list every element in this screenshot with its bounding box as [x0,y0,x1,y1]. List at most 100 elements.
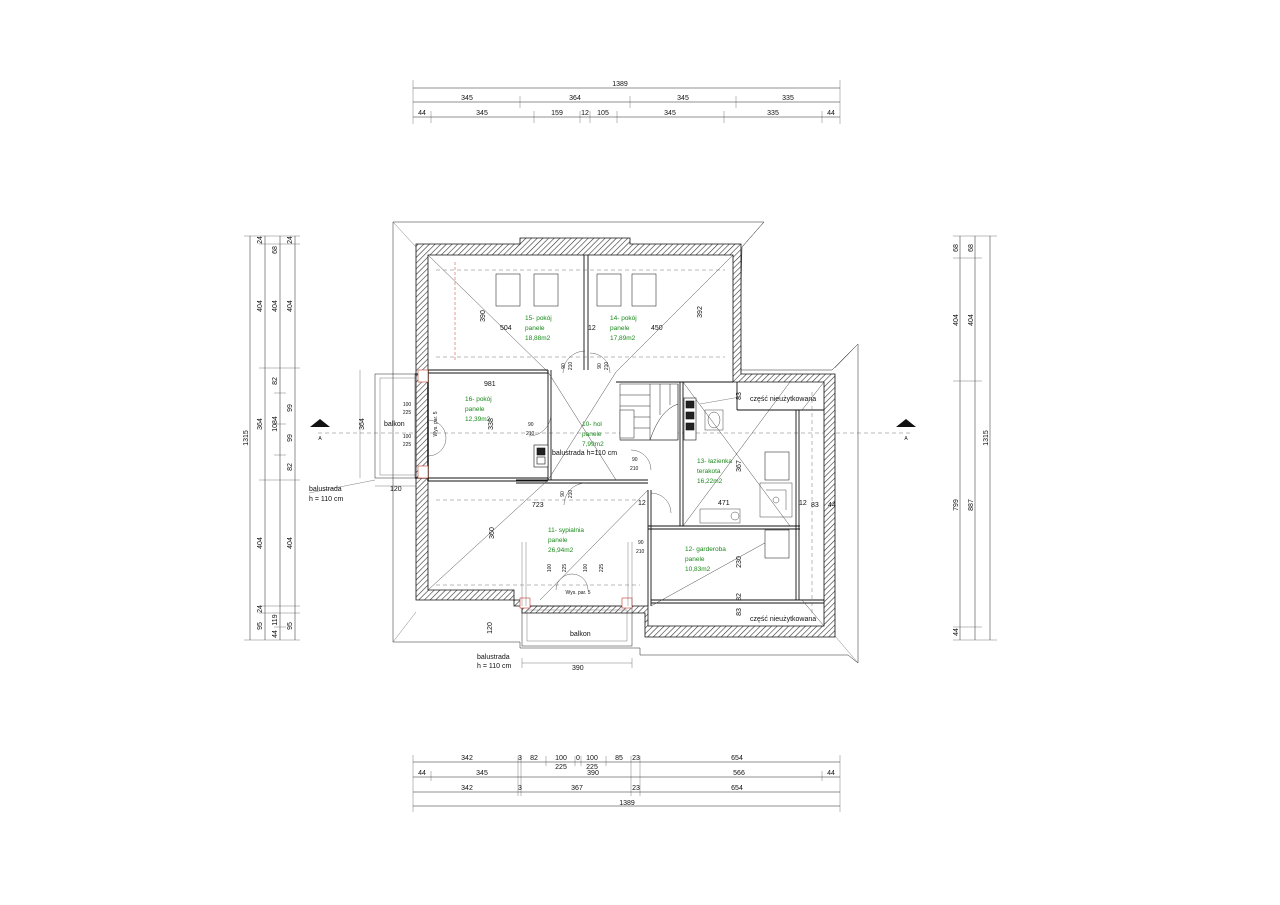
win-left-225b: 225 [403,442,412,448]
dim-top-r2-3: 159 [551,110,563,117]
dim-left-a-4: 404 [257,537,264,549]
balustrada-hol: balustrada h=110 cm [552,450,617,457]
dim-top-2: 364 [569,95,581,102]
dim-bot-1: 342 [461,755,473,762]
balustrada-bottom-1: balustrada [477,654,510,661]
room-10-name: 10- hol [582,421,602,428]
dim-left-outer: 1315 [243,430,250,446]
dim-504: 504 [500,325,512,332]
chimneys [533,397,697,468]
dim-bot-8: 23 [632,755,640,762]
room-13-finish: terakota [697,468,721,475]
staircase [619,383,679,441]
bottom-dimension-chain: 342 3 82 100 0 100 85 23 654 225 225 44 … [412,755,841,812]
door-90-b: 90 [597,363,603,369]
balcony-left: balkon 100 225 100 225 Wys. par. 5 [374,369,439,479]
dim-bot-r3-4: 23 [632,785,640,792]
dim-left-b-4: 99 [287,404,294,412]
right-dimension-chain: 68 404 799 44 68 404 887 1315 [953,235,997,641]
section-label-left: A [318,436,322,442]
dim-right-b-1: 68 [968,244,975,252]
room-16-finish: panele [465,406,485,413]
room-13: 13- łazienka terakota 16,22m2 [697,458,732,485]
wys-par-left: Wys. par. 5 [433,411,439,436]
dim-bot-3: 82 [530,755,538,762]
room-15-area: 18,88m2 [525,335,551,342]
wys-par-bottom: Wys. par. 5 [566,590,591,596]
dim-left-b-11: 44 [272,630,279,638]
balkon-bottom-label: balkon [570,631,591,638]
dim-bot-r3-5: 654 [731,785,743,792]
win-left-100a: 100 [403,402,412,408]
dim-bot-total: 1389 [619,800,635,807]
dim-83c: 83 [736,392,743,400]
balustrada-left-2: h = 110 cm [309,496,343,503]
dim-left-b-10: 119 [272,614,279,625]
door-sizes: 90 210 90 210 90 210 90 210 90 210 90 21… [526,362,645,573]
dim-44: 44 [828,502,836,509]
room-16-area: 12,39m2 [465,416,491,423]
door-210-e: 210 [630,466,639,472]
dim-bot-r2-1: 44 [418,770,426,777]
dim-right-a-1: 68 [953,244,960,252]
dim-367: 367 [736,460,743,472]
balcony-bottom: balkon Wys. par. 5 [519,542,633,647]
dim-top-r2-4: 12 [581,110,589,117]
dim-top-4: 335 [782,95,794,102]
dim-right-b-2: 404 [968,314,975,326]
door-90-d: 90 [560,491,566,497]
dim-left-a-6: 95 [257,622,264,630]
room-15: 15- pokój panele 18,88m2 [525,315,552,342]
section-label-right: A [904,436,908,442]
door-90-f: 90 [638,540,644,546]
dim-left-mid: 1084 [272,416,279,432]
room-13-area: 16,22m2 [697,478,723,485]
dim-338: 338 [488,418,495,430]
dim-left-a-1: 24 [257,236,264,244]
dim-bot-r2-3: 390 [587,770,599,777]
dim-top-r2-2: 345 [476,110,488,117]
dim-left-b-3: 82 [272,377,279,385]
room-14-finish: panele [610,325,630,332]
dim-top-r2-1: 44 [418,110,426,117]
dim-top-3: 345 [677,95,689,102]
dim-230: 230 [736,556,743,568]
dim-83a: 83 [811,502,819,509]
dim-bot-1b-1: 225 [555,764,567,771]
door-100-h: 100 [583,564,589,573]
bathroom-fixtures [699,409,793,524]
dim-390: 390 [480,310,487,322]
door-210-d: 210 [568,490,574,499]
dim-right-b-3: 887 [968,499,975,511]
dim-120b: 120 [487,622,494,634]
room-10-area: 7,99m2 [582,441,604,448]
dim-bot-6: 100 [586,755,598,762]
door-90-e: 90 [632,457,638,463]
door-210-f: 210 [636,549,645,555]
dim-bot-2: 3 [518,755,522,762]
dim-392: 392 [697,306,704,318]
dim-364: 364 [359,418,366,430]
dim-left-b-8: 82 [287,463,294,471]
room-14-area: 17,89m2 [610,335,636,342]
room-11-area: 26,94m2 [548,547,574,554]
room-10: 10- hol panele 7,99m2 [582,421,604,448]
top-dimension-chain: 1389 345 364 345 335 44 345 159 12 105 3… [412,80,841,124]
room-12-area: 10,83m2 [685,566,711,573]
left-dimension-chain: 1315 24 404 364 404 24 95 1084 68 404 82… [243,235,300,641]
dim-723: 723 [532,502,544,509]
room-15-finish: panele [525,325,545,332]
dim-bot-5: 0 [576,755,580,762]
dim-right-outer: 1315 [983,430,990,446]
door-225-h: 225 [599,564,605,573]
door-90-c: 90 [528,422,534,428]
dim-top-total: 1389 [612,81,628,88]
dim-981: 981 [484,381,496,388]
dim-bot-r3-3: 367 [571,785,583,792]
dim-left-a-5: 24 [257,605,264,613]
roof-outline [392,221,859,664]
door-100-g: 100 [547,564,553,573]
dim-bot-r2-2: 345 [476,770,488,777]
nieuzytkowana-top: część nieużytkowana [750,396,816,403]
